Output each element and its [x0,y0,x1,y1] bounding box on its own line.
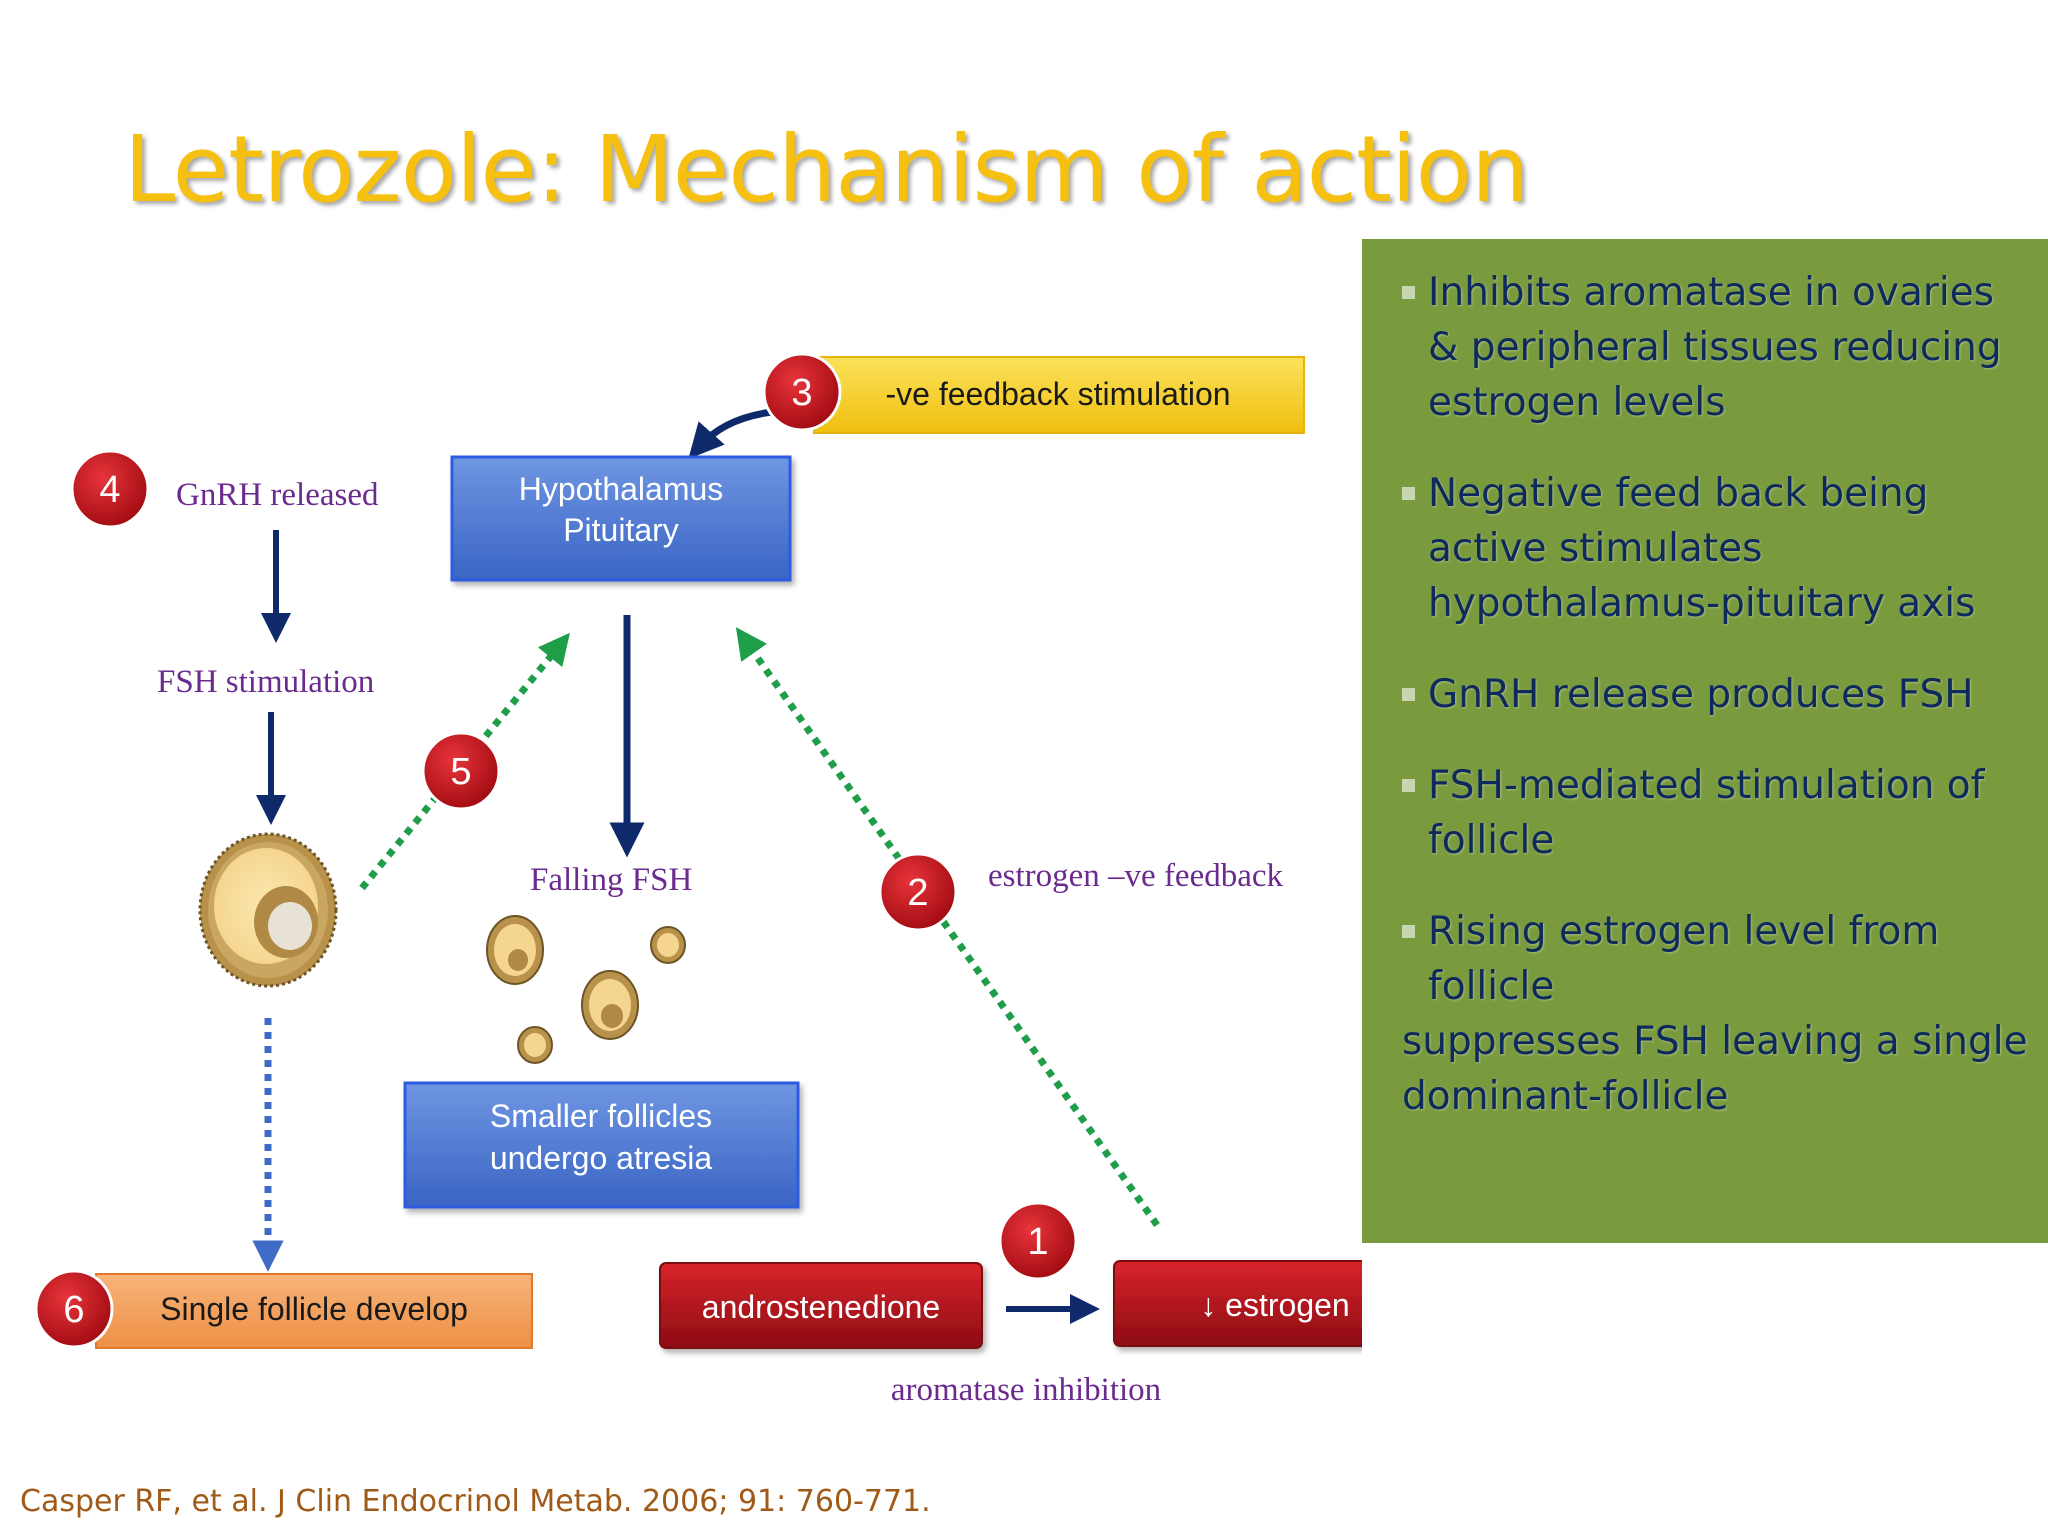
bullet-square-icon [1402,286,1415,299]
badge-3: 3 [762,352,842,432]
estrogen-negative-feedback-label: estrogen –ve feedback [988,858,1284,894]
estrogen-label: ↓ estrogen [1200,1287,1349,1323]
bullet-square-icon [1402,779,1415,792]
bullet-square-icon [1402,688,1415,701]
badge-2-number: 2 [907,872,928,914]
summary-bullet: FSH-mediated stimulation of follicle [1402,758,2028,868]
citation: Casper RF, et al. J Clin Endocrinol Meta… [20,1484,931,1519]
badge-2: 2 [878,852,958,932]
summary-bullet-text: FSH-mediated stimulation of follicle [1428,763,1985,863]
summary-bullet-text: Negative feed back being active stimulat… [1428,471,1976,626]
androstenedione-box [659,1262,983,1349]
androstenedione-label: androstenedione [702,1289,940,1325]
badge-1-number: 1 [1027,1221,1048,1263]
small-follicles-image [486,915,686,1064]
atresia-box [403,1081,800,1209]
badge-4-number: 4 [99,469,120,511]
summary-bullet: Negative feed back being active stimulat… [1402,466,2028,631]
bullet-square-icon [1402,487,1415,500]
summary-bullet-text: Inhibits aromatase in ovaries & peripher… [1428,270,2002,425]
pituitary-label: Pituitary [563,512,679,548]
summary-bullet: GnRH release produces FSH [1402,667,2028,722]
badge-6: 6 [34,1269,114,1349]
mechanism-diagram: -ve feedback stimulation Hypothalamus Pi… [34,352,1362,1408]
slide-title: Letrozole: Mechanism of action [124,116,1529,223]
estrogen-box [1113,1260,1362,1347]
badge-6-number: 6 [63,1289,84,1331]
falling-fsh-label: Falling FSH [530,862,692,898]
hypothalamus-pituitary-box [450,455,792,582]
hypothalamus-label: Hypothalamus [519,471,724,507]
gnrh-released-label: GnRH released [176,477,379,513]
summary-panel: Inhibits aromatase in ovaries & peripher… [1362,239,2048,1243]
dominant-follicle-image [198,832,338,988]
feedback-stimulation-label: -ve feedback stimulation [885,376,1230,412]
badge-4: 4 [70,449,150,529]
summary-tail-text: suppresses FSH leaving a single dominant… [1402,1019,2028,1119]
bullet-square-icon [1402,925,1415,938]
summary-bullet-text: GnRH release produces FSH [1428,672,1974,717]
single-follicle-label: Single follicle develop [160,1291,468,1327]
summary-bullet-text: Rising estrogen level from follicle [1428,909,1940,1009]
aromatase-inhibition-label: aromatase inhibition [891,1372,1161,1408]
badge-3-number: 3 [791,372,812,414]
badge-5-number: 5 [450,751,471,793]
badge-1: 1 [998,1201,1078,1281]
atresia-line1: Smaller follicles [490,1098,712,1134]
fsh-stimulation-label: FSH stimulation [157,664,374,700]
summary-bullet: Rising estrogen level from follicle supp… [1402,904,2028,1124]
badge-5: 5 [421,731,501,811]
summary-bullet: Inhibits aromatase in ovaries & peripher… [1402,265,2028,430]
feedback-arrow [688,408,773,460]
feedback-stimulation-box: -ve feedback stimulation [813,356,1305,434]
estrogen-feedback-arrow [735,627,1160,1228]
single-follicle-box: Single follicle develop [95,1273,533,1349]
atresia-line2: undergo atresia [490,1140,713,1176]
